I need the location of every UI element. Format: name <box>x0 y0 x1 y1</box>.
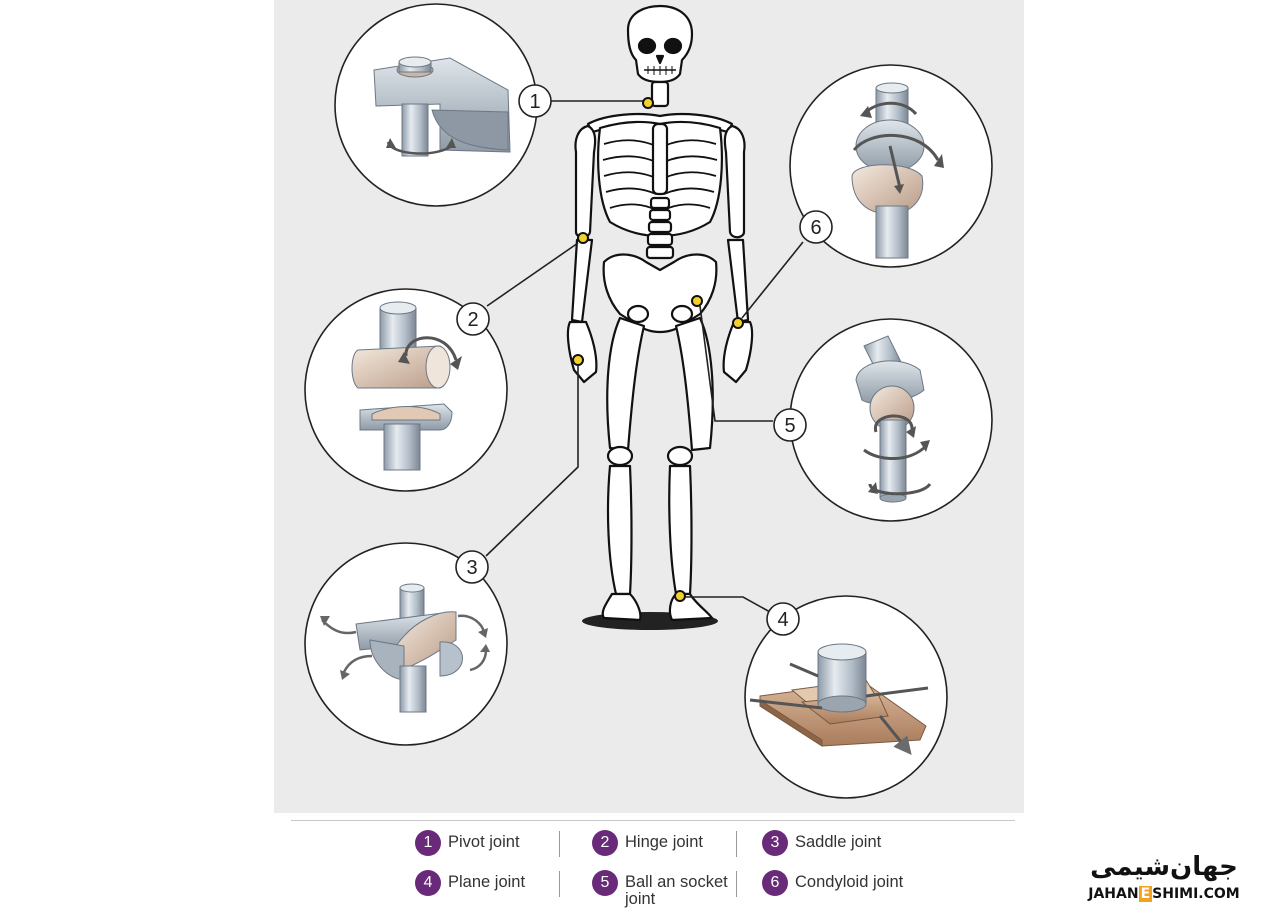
legend-separator <box>559 871 560 897</box>
legend-item-pivot: 1 Pivot joint <box>415 830 520 856</box>
callout-4-number: 4 <box>777 609 788 631</box>
legend-item-ball-socket: 5 Ball an socket joint <box>592 870 737 908</box>
skeleton <box>566 4 754 630</box>
callout-6-number: 6 <box>810 217 821 239</box>
legend-label: Saddle joint <box>795 833 882 851</box>
callout-4-circle <box>766 602 800 636</box>
legend-divider <box>291 820 1015 821</box>
legend-item-hinge: 2 Hinge joint <box>592 830 703 856</box>
legend-badge: 4 <box>415 870 441 896</box>
logo-persian-text: جهان‌شیمی <box>1090 852 1238 882</box>
logo-suffix: SHIMI.COM <box>1152 886 1240 902</box>
legend-separator <box>559 831 560 857</box>
callout-3-circle <box>455 550 489 584</box>
callout-5-number: 5 <box>784 415 795 437</box>
legend-label: Plane joint <box>448 873 526 891</box>
plane-joint-illustration <box>749 643 929 748</box>
callout-1-number: 1 <box>529 91 540 113</box>
legend-separator <box>736 871 737 897</box>
legend-badge: 5 <box>592 870 618 896</box>
callout-5-circle <box>773 408 807 442</box>
legend-badge: 3 <box>762 830 788 856</box>
hinge-joint-detail <box>304 288 508 492</box>
legend-label: Condyloid joint <box>795 873 904 891</box>
logo-prefix: JAHAN <box>1088 886 1139 902</box>
legend-label: Hinge joint <box>625 833 703 851</box>
legend-label: Ball an socket joint <box>625 873 728 908</box>
condyloid-joint-illustration <box>851 82 944 259</box>
ball-socket-joint-illustration <box>855 335 932 503</box>
legend-separator <box>736 831 737 857</box>
hinge-joint-illustration <box>351 301 462 471</box>
callout-6-circle <box>799 210 833 244</box>
leader-lines <box>485 100 804 613</box>
legend-item-condyloid: 6 Condyloid joint <box>762 870 903 896</box>
pivot-joint-illustration <box>373 56 511 157</box>
legend-item-plane: 4 Plane joint <box>415 870 525 896</box>
legend-badge: 1 <box>415 830 441 856</box>
callout-3-number: 3 <box>466 557 477 579</box>
logo-accent-letter: E <box>1138 886 1153 902</box>
saddle-joint-illustration <box>320 583 490 713</box>
legend-item-saddle: 3 Saddle joint <box>762 830 881 856</box>
callout-1-circle <box>518 84 552 118</box>
legend-badge: 6 <box>762 870 788 896</box>
legend-badge: 2 <box>592 830 618 856</box>
legend-label: Pivot joint <box>448 833 520 851</box>
callout-2-circle <box>456 302 490 336</box>
callout-2-number: 2 <box>467 309 478 331</box>
